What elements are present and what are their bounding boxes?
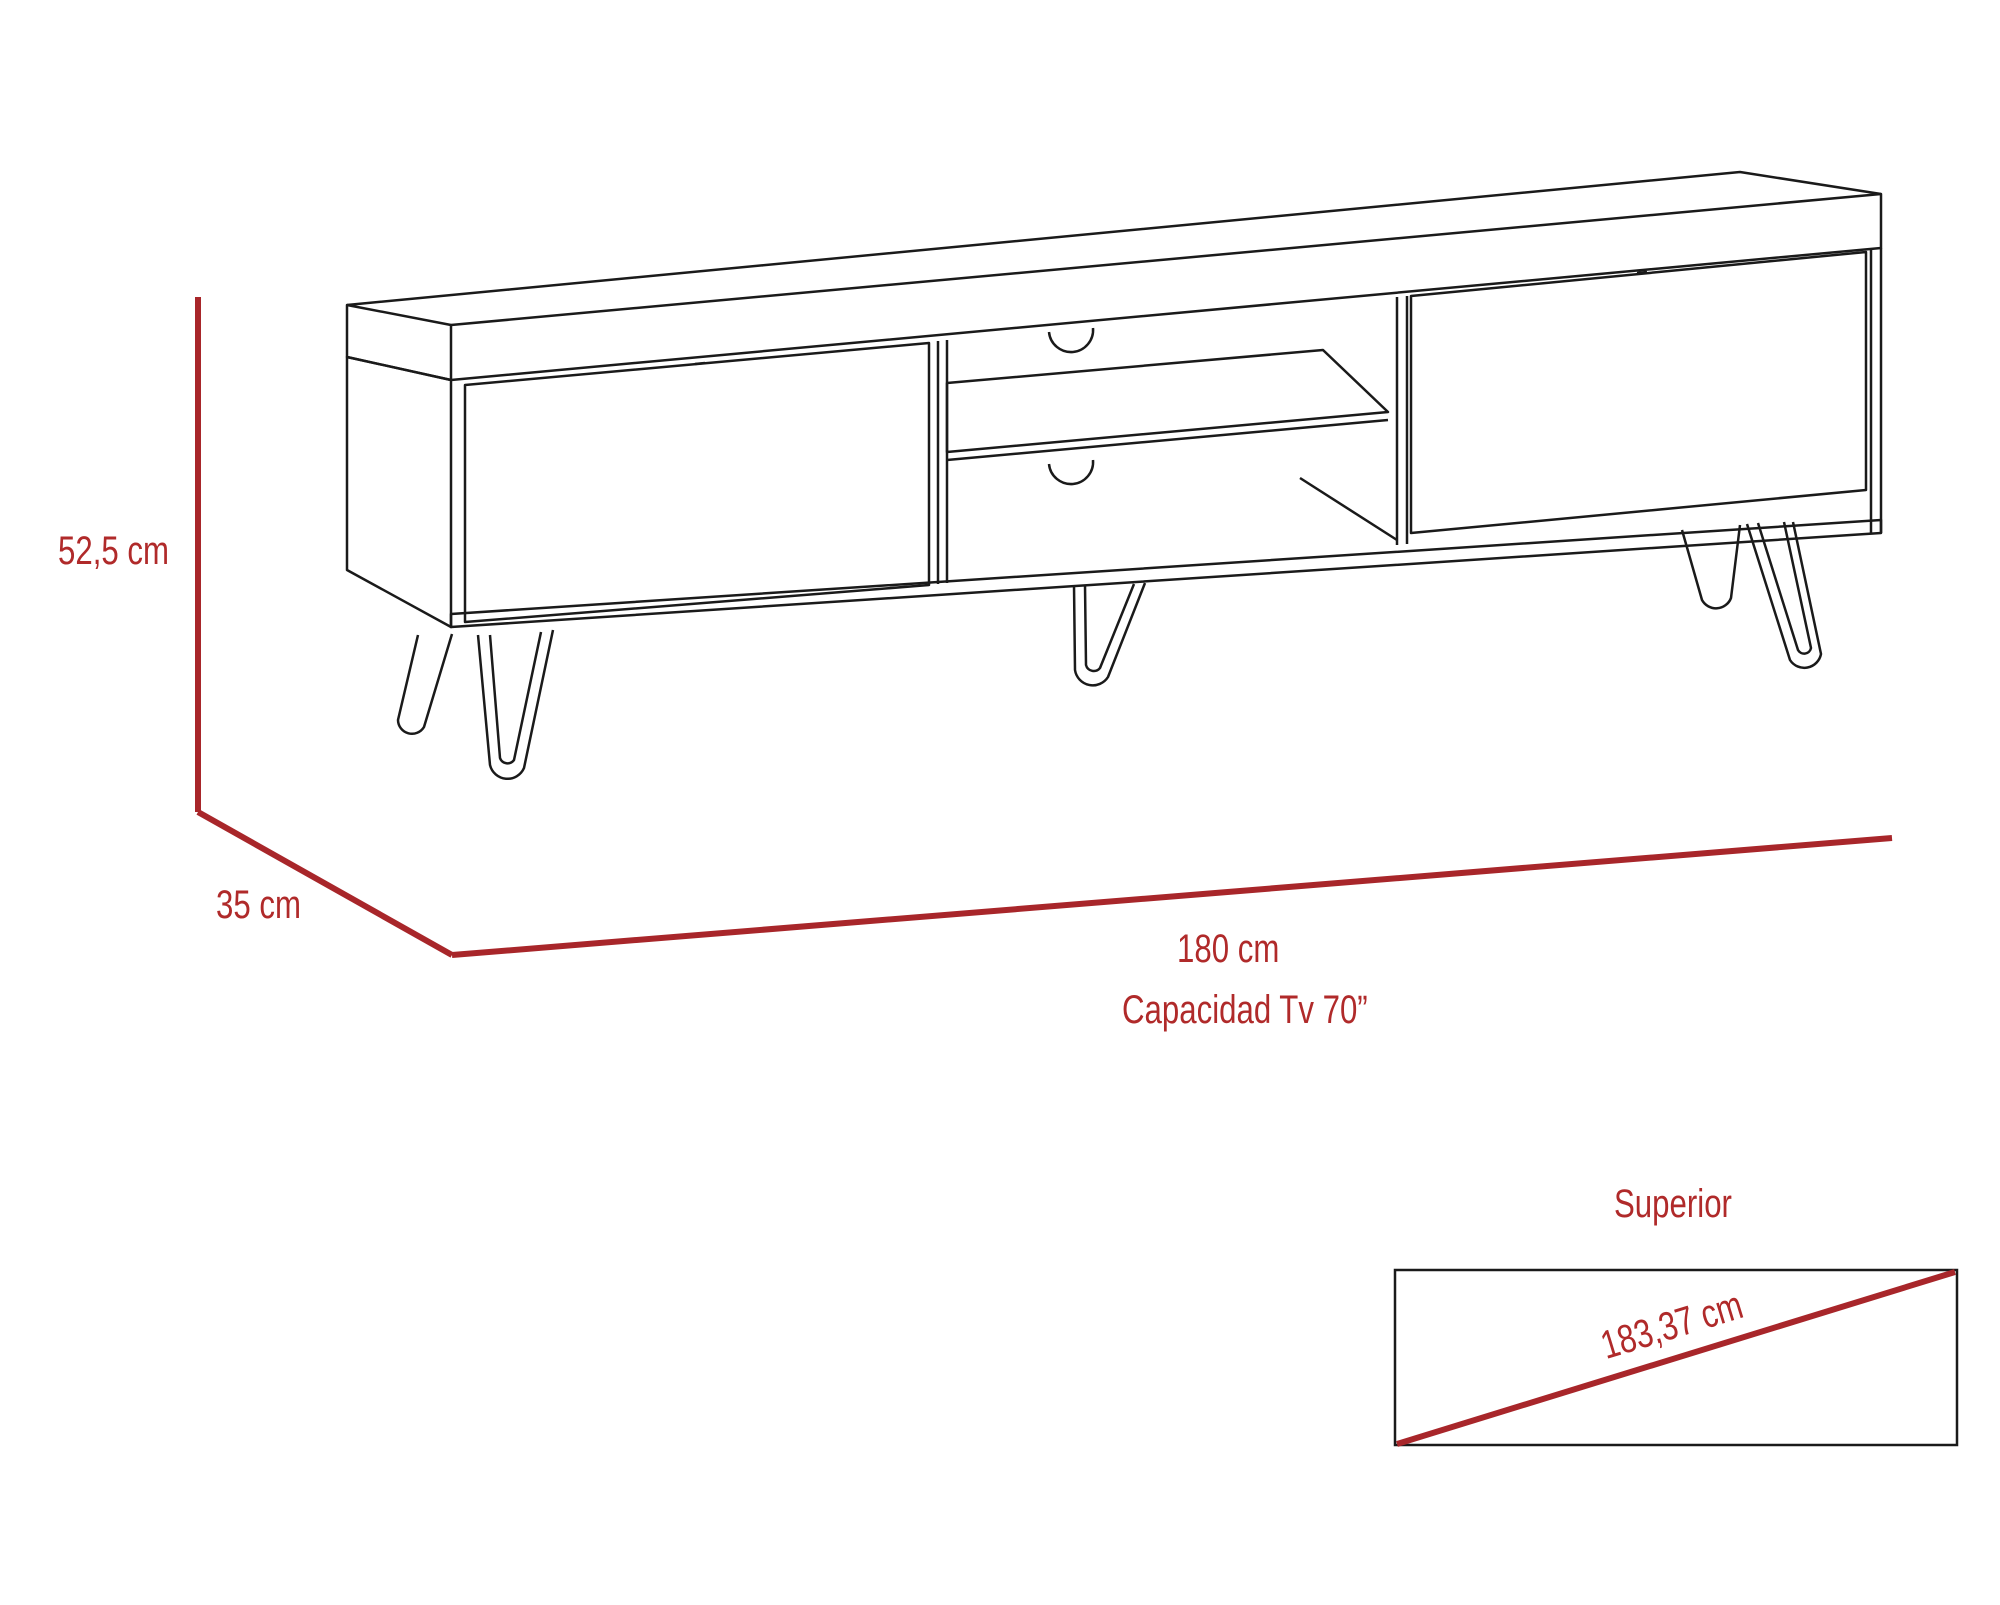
tv-capacity-label: Capacidad Tv 70” [1122, 988, 1368, 1032]
left-door [463, 341, 931, 624]
right-door [1409, 250, 1868, 535]
top-slab-back-edge [346, 303, 452, 327]
leg-center [1072, 582, 1147, 687]
center-shelf-front [946, 418, 1389, 462]
depth-label: 35 cm [216, 883, 301, 927]
leg-front-left [476, 629, 555, 781]
leg-back-left [396, 633, 454, 736]
top-view-diagonal [1396, 1269, 1956, 1447]
cable-hole-bottom [1047, 459, 1095, 486]
top-view-outline [1393, 1268, 1959, 1447]
cable-hole-top [1047, 327, 1095, 354]
bottom-plinth [449, 518, 1883, 629]
center-shelf [945, 348, 1390, 454]
left-door-handle [694, 361, 706, 366]
width-dimension-line [451, 835, 1893, 958]
leg-front-right [1745, 521, 1823, 670]
center-back-line [1299, 476, 1398, 542]
width-label: 180 cm [1177, 927, 1280, 971]
leg-back-right [1680, 524, 1742, 610]
depth-dimension-line [196, 809, 454, 958]
left-side-panel [345, 355, 453, 629]
right-door-handle [1636, 270, 1648, 275]
top-slab [345, 170, 1883, 382]
dimension-lines [195, 297, 1893, 958]
top-view-title: Superior [1614, 1182, 1732, 1226]
tv-stand [345, 170, 1883, 781]
height-label: 52,5 cm [58, 529, 169, 573]
top-slab-front-top [450, 192, 1882, 327]
top-view [1393, 1268, 1959, 1447]
